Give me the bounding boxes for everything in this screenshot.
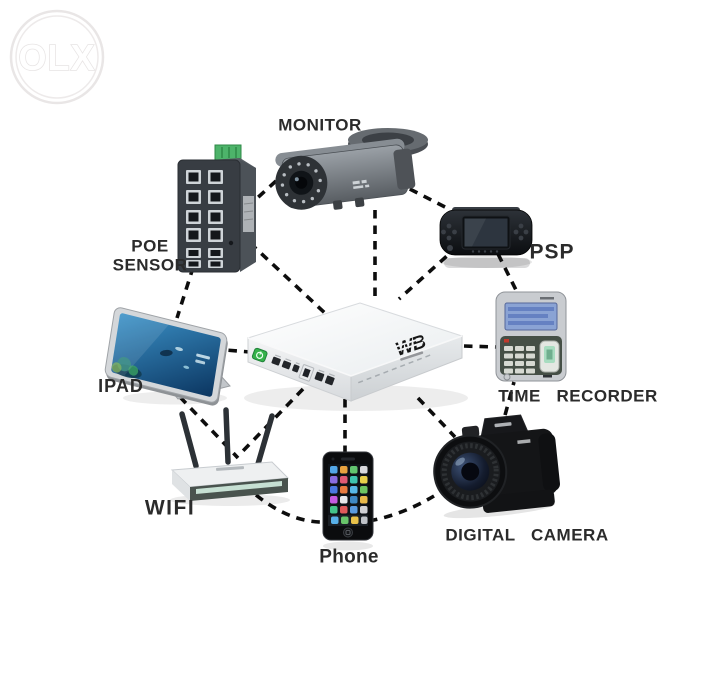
edge-psp-time-recorder: [496, 253, 519, 293]
dslr-camera-illustration: [433, 414, 560, 519]
phone-shadow: [323, 541, 373, 551]
psp-illustration: [439, 207, 533, 268]
edge-poe-sensor-ipad: [175, 251, 200, 319]
edge-psp-hub: [397, 244, 460, 301]
edge-poe-sensor-hub: [248, 241, 329, 317]
hub-logo-subtext-bar: [400, 351, 424, 361]
psp-shadow: [440, 256, 532, 268]
dslr-lens: [433, 434, 508, 509]
edge-monitor-psp: [395, 180, 450, 211]
cctv-camera-illustration: [275, 128, 428, 210]
edge-hub-time-recorder: [463, 344, 497, 349]
edge-wifi-phone: [254, 493, 329, 524]
wifi-router-illustration: [170, 407, 290, 506]
time-recorder-illustration: [495, 291, 567, 382]
router-antennas: [179, 407, 275, 469]
edge-phone-digital-camera: [368, 494, 435, 523]
poe-ethernet-ports: [186, 170, 223, 268]
time-recorder-keypad: [504, 346, 535, 374]
hub-port-row: [251, 347, 335, 386]
poe-side-label: [243, 196, 254, 232]
time-recorder-led: [504, 339, 509, 343]
hub-power-button: [251, 347, 268, 363]
ipad-screen-scene: [110, 312, 210, 379]
smartphone-illustration: [322, 451, 374, 551]
poe-terminal-block: [214, 144, 242, 161]
power-hub-device: WB: [244, 302, 468, 411]
phone-home-button: [343, 527, 353, 538]
olx-watermark: OLX: [9, 9, 105, 105]
phone-app-icons: [330, 466, 368, 514]
dslr-grip: [538, 433, 560, 492]
olx-watermark-text: OLX: [18, 37, 95, 78]
poe-switch-illustration: [177, 144, 256, 273]
router-led-strip: [196, 481, 282, 494]
ipad-illustration: [104, 307, 231, 406]
